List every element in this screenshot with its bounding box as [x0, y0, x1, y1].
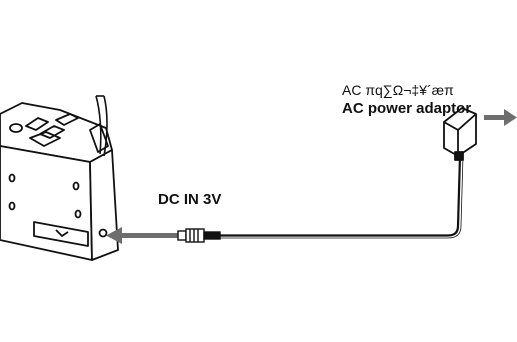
cassette-player: [0, 102, 119, 261]
dc-in-label: DC IN 3V: [158, 191, 222, 208]
outlet-arrow: [484, 109, 517, 126]
insert-arrow: [106, 227, 178, 244]
adaptor-label: AC power adaptor: [342, 100, 472, 117]
dc-plug: [177, 228, 221, 243]
carry-strap: [95, 95, 108, 157]
ac-power-adaptor: [443, 107, 477, 161]
power-cable: [220, 149, 464, 237]
adaptor-label-localized: AC πq∑Ω¬‡¥´æπ: [342, 82, 454, 98]
